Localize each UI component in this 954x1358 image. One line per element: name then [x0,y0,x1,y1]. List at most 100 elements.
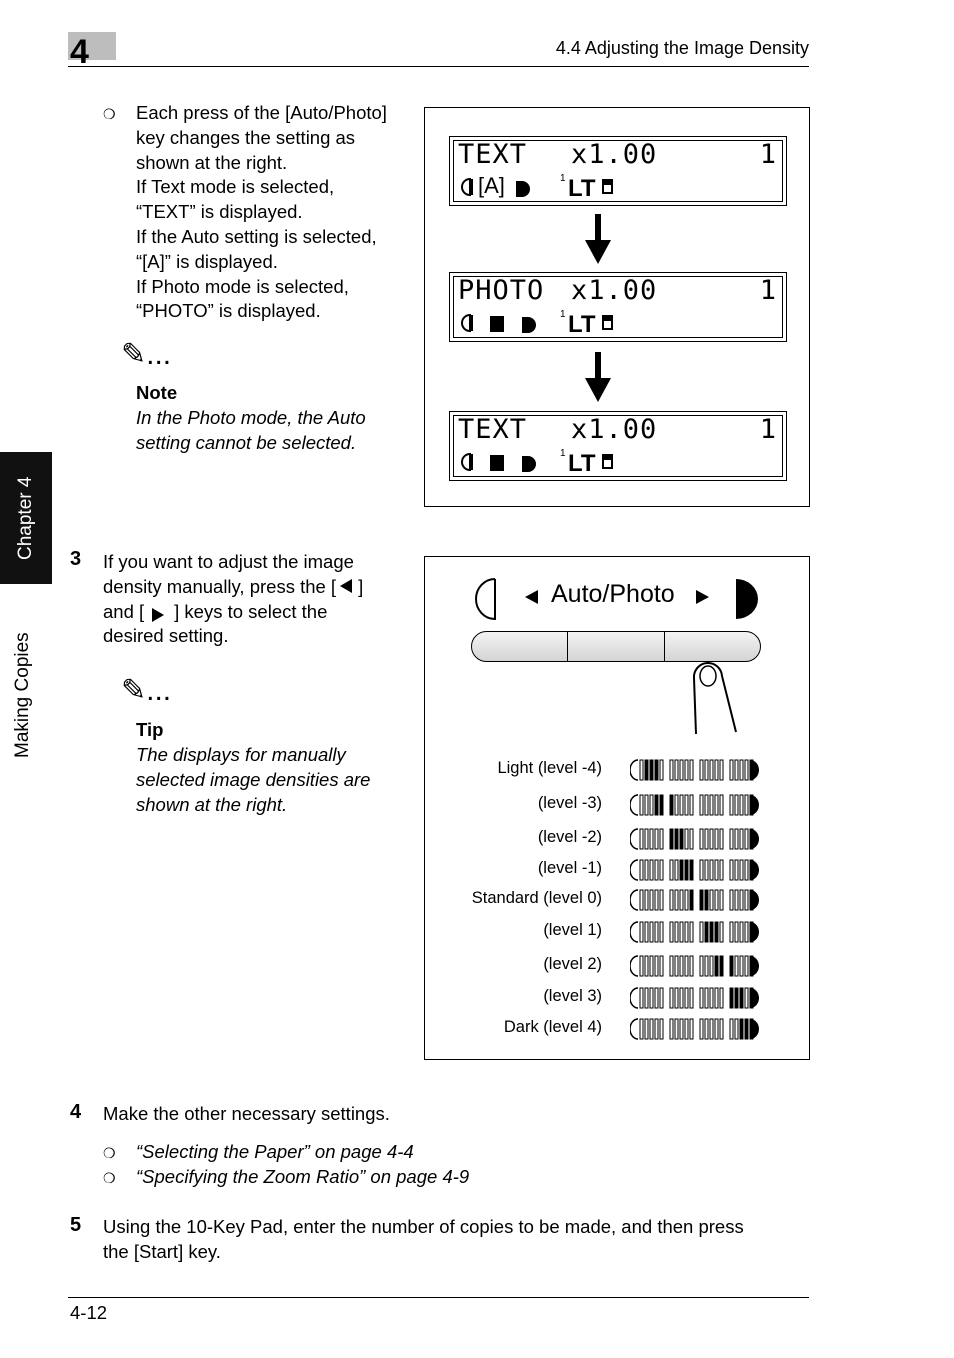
density-level-label: (level 1) [543,921,602,939]
lcd-mode-panel [424,107,810,507]
intro-line: “TEXT” is displayed. [136,201,303,223]
step-number: 5 [70,1214,82,1236]
chapter-number-background [68,32,116,60]
right-arrow-icon [696,590,709,604]
tip-line: shown at the right. [136,793,288,815]
bullet-icon: ❍ [103,1145,116,1161]
intro-line: “PHOTO” is displayed. [136,300,321,322]
step4-text: Make the other necessary settings. [103,1103,390,1124]
lcd-display: PHOTO x1.00 1 1 LT [449,272,787,342]
lcd-zoom: x1.00 [571,275,658,306]
lcd-tray: 1 [560,448,566,459]
density-level-label: Standard (level 0) [471,889,602,907]
step3-text: If you want to adjust the image density … [103,550,413,649]
intro-line: If the Auto setting is selected, [136,225,377,247]
step-number: 3 [70,548,82,570]
density-light-button[interactable] [472,632,569,661]
lcd-paper: LT [568,175,596,202]
note-title: Note [136,382,178,403]
auto-photo-button[interactable] [568,632,665,661]
step-number: 4 [70,1101,82,1123]
dark-density-icon [736,579,758,619]
intro-line: Each press of the [Auto/Photo] [136,102,387,123]
density-level-label: (level 3) [543,987,602,1005]
paper-orientation-icon [602,315,613,330]
lcd-count: 1 [759,414,776,445]
note-pencil-icon: ✎... [121,338,172,371]
light-density-icon [461,452,473,472]
density-level-label: (level 2) [543,955,602,973]
lcd-count: 1 [759,139,776,170]
lcd-mode: TEXT [458,414,528,445]
tip-line: The displays for manually [136,744,346,765]
step3-line: and [] keys to select the [103,600,328,622]
down-arrow-icon [585,352,611,402]
density-button-bar [471,631,761,662]
intro-text: Each press of the [Auto/Photo] key chang… [136,101,421,324]
bullet-icon: ❍ [103,106,116,122]
dark-density-icon [522,456,536,472]
step3-line: desired setting. [103,625,229,647]
tip-line: selected image densities are [136,768,371,790]
density-scale-icon [630,955,759,977]
note-line: setting cannot be selected. [136,431,357,453]
intro-line: shown at the right. [136,151,288,173]
density-panel [424,556,810,1060]
tip-text: The displays for manually selected image… [136,743,421,817]
density-scale-icon [630,828,759,850]
density-scale-icon [630,794,759,816]
lcd-mode: PHOTO [458,275,545,306]
auto-photo-label: Auto/Photo [551,580,675,608]
density-scale-icon [630,1018,759,1040]
header-rule [68,66,809,67]
lcd-display: TEXT x1.00 1 [A] 1 LT [449,136,787,206]
density-scale-icon [630,921,759,943]
paper-orientation-icon [602,179,613,194]
density-level-label: (level -3) [537,794,602,812]
intro-line: If Photo mode is selected, [136,275,349,297]
density-block-icon [490,455,504,471]
density-level-label: Light (level -4) [497,759,602,777]
density-scale-icon [630,759,759,781]
left-arrow-icon [525,590,538,604]
dark-density-icon [522,317,536,333]
section-title: 4.4 Adjusting the Image Density [555,38,809,58]
lcd-zoom: x1.00 [571,139,658,170]
reference-link[interactable]: “Selecting the Paper” on page 4-4 [136,1141,414,1162]
page-number: 4-12 [70,1302,108,1323]
lcd-zoom: x1.00 [571,414,658,445]
chapter-tab: Chapter 4 [15,476,36,560]
right-arrow-icon [152,607,165,622]
reference-link[interactable]: “Specifying the Zoom Ratio” on page 4-9 [136,1166,470,1187]
light-density-icon [475,578,496,621]
lcd-tray: 1 [560,309,566,320]
chapter-number: 4 [70,33,89,71]
density-level-label: (level -1) [537,859,602,877]
step5-line: the [Start] key. [103,1240,221,1262]
lcd-auto-indicator: [A] [478,173,505,198]
note-text: In the Photo mode, the Auto setting cann… [136,406,421,456]
light-density-icon [461,313,473,333]
note-line: In the Photo mode, the Auto [136,407,366,428]
tip-title: Tip [136,719,164,740]
density-block-icon [490,316,504,332]
density-level-label: Dark (level 4) [503,1018,602,1036]
intro-line: key changes the setting as [136,126,356,148]
lcd-paper: LT [568,450,596,477]
lcd-paper: LT [568,311,596,338]
step3-line: density manually, press the [] [103,575,364,597]
finger-press-icon [692,661,737,735]
footer-rule [68,1297,809,1298]
density-level-label: (level -2) [537,828,602,846]
paper-orientation-icon [602,454,613,469]
dark-density-icon [516,181,530,197]
lcd-count: 1 [759,275,776,306]
tip-pencil-icon: ✎... [121,674,172,707]
down-arrow-icon [585,214,611,264]
lcd-display: TEXT x1.00 1 1 LT [449,411,787,481]
bullet-icon: ❍ [103,1170,116,1186]
lcd-tray: 1 [560,173,566,184]
step5-text: Using the 10-Key Pad, enter the number o… [103,1215,823,1265]
density-scale-icon [630,859,759,881]
left-arrow-icon [340,578,353,593]
